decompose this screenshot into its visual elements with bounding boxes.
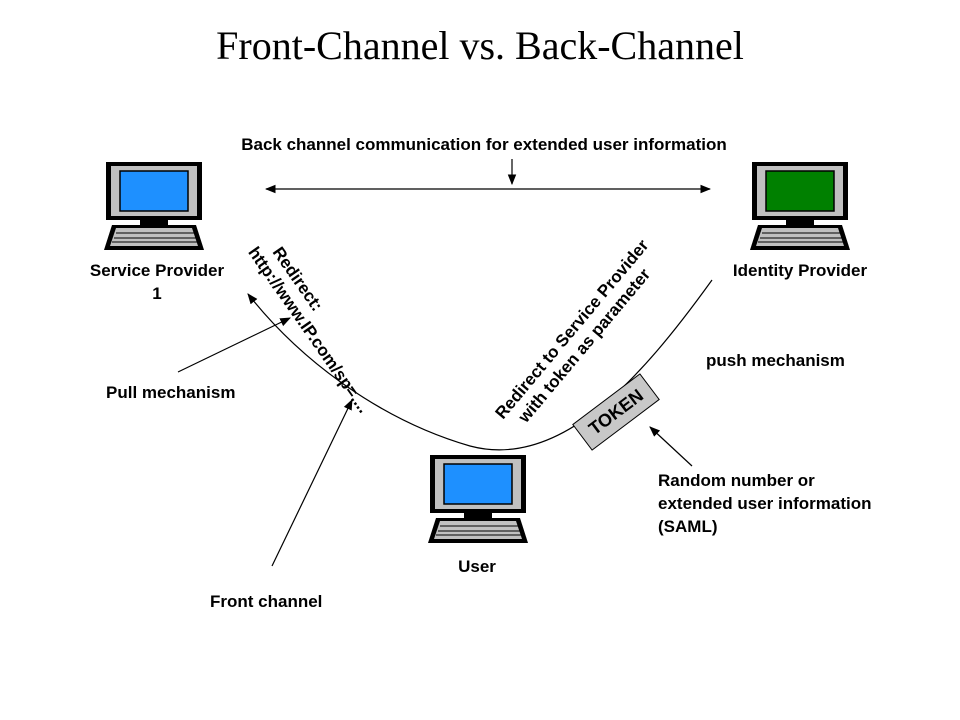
pull-mechanism-arrow — [177, 317, 291, 373]
token-box: TOKEN — [572, 373, 660, 451]
token-rect — [572, 373, 660, 451]
redirect-sp-line2: http://www.IP.com/sp=.... — [244, 243, 373, 416]
front-channel-curve — [247, 279, 713, 451]
token-note-arrow — [649, 426, 693, 467]
pull-mechanism-label: Pull mechanism — [106, 383, 235, 402]
service-provider-computer-icon — [104, 162, 204, 250]
token-note-line3: (SAML) — [658, 517, 717, 536]
redirect-sp-text: Redirect: http://www.IP.com/sp=.... — [244, 243, 373, 416]
front-channel-label: Front channel — [210, 592, 322, 611]
identity-provider-computer-icon — [750, 162, 850, 250]
service-provider-number: 1 — [152, 284, 161, 303]
service-provider-label: Service Provider — [90, 261, 225, 280]
identity-provider-label: Identity Provider — [733, 261, 868, 280]
token-note-line2: extended user information — [658, 494, 871, 513]
user-label: User — [458, 557, 496, 576]
user-computer-icon — [428, 455, 528, 543]
back-channel-label: Back channel communication for extended … — [241, 135, 727, 154]
token-note-line1: Random number or — [658, 471, 815, 490]
front-channel-arrow — [271, 399, 353, 567]
push-mechanism-label: push mechanism — [706, 351, 845, 370]
page-title: Front-Channel vs. Back-Channel — [216, 23, 744, 68]
